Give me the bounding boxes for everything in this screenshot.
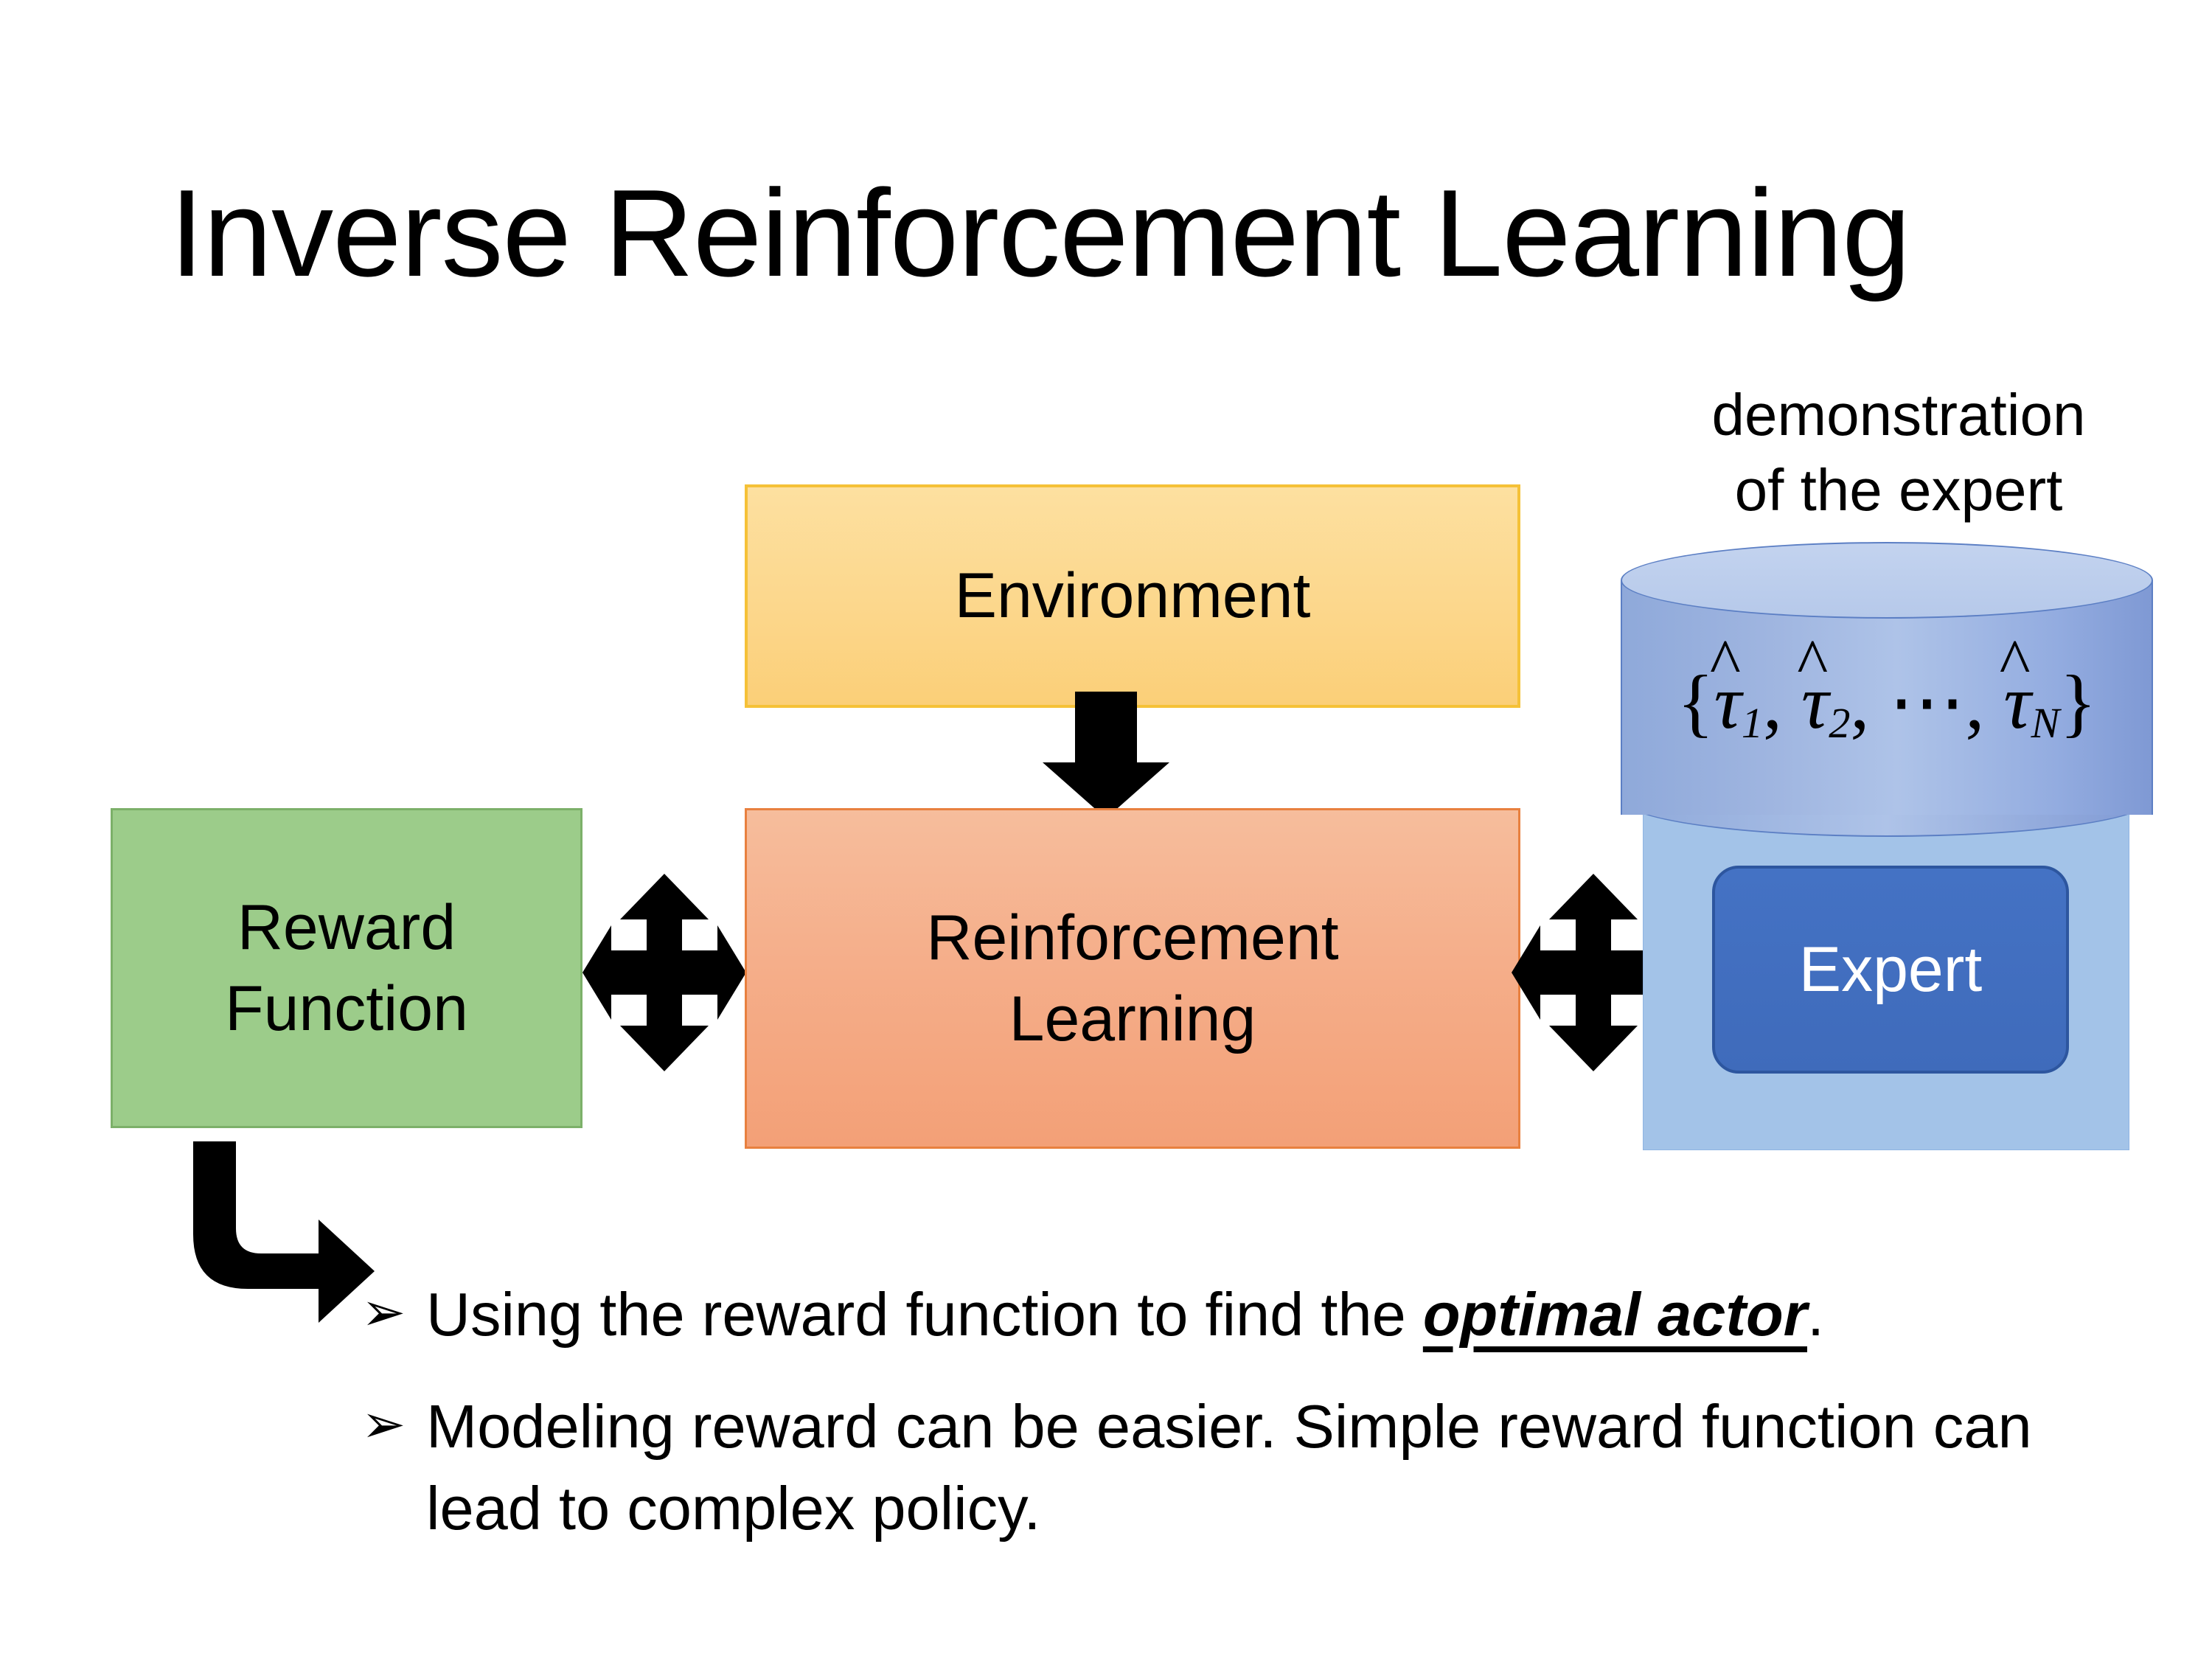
formula-term-2-symbol: τ bbox=[1801, 660, 1829, 745]
rl-label-line1: Reinforcement bbox=[926, 902, 1339, 973]
formula-term-2: ^τ bbox=[1797, 626, 1829, 746]
reinforcement-learning-label: Reinforcement Learning bbox=[926, 897, 1338, 1060]
trajectory-set-formula: {^τ1, ^τ2, ⋯, ^τN} bbox=[1621, 626, 2153, 748]
formula-term-1: ^τ bbox=[1710, 626, 1742, 746]
demonstration-caption: demonstration of the expert bbox=[1648, 378, 2149, 529]
reinforcement-learning-box[interactable]: Reinforcement Learning bbox=[745, 808, 1520, 1149]
formula-term-n-symbol: τ bbox=[2003, 660, 2031, 745]
reward-function-label: Reward Function bbox=[225, 887, 468, 1049]
quad-arrow-right-icon bbox=[1512, 874, 1675, 1071]
reward-function-label-line2: Function bbox=[225, 973, 468, 1044]
formula-term-2-hat: ^ bbox=[1797, 625, 1829, 699]
formula-separator-3: , bbox=[1965, 660, 2004, 745]
formula-ellipsis: ⋯ bbox=[1888, 660, 1966, 745]
page-title: Inverse Reinforcement Learning bbox=[170, 164, 1911, 302]
bullet-text-2: Modeling reward can be easier. Simple re… bbox=[426, 1392, 2032, 1543]
bullet-text-1: Using the reward function to find the op… bbox=[426, 1274, 2072, 1355]
down-arrow-icon bbox=[1043, 692, 1169, 818]
reward-function-label-line1: Reward bbox=[237, 891, 456, 963]
formula-term-1-hat: ^ bbox=[1709, 625, 1741, 699]
formula-separator-1: , bbox=[1762, 660, 1801, 745]
list-item: ➢ Modeling reward can be easier. Simple … bbox=[361, 1386, 2072, 1549]
formula-term-n-index: N bbox=[2031, 698, 2060, 747]
bullet-1-suffix: . bbox=[1807, 1280, 1825, 1349]
formula-open-brace: { bbox=[1677, 660, 1714, 745]
demonstration-cylinder: {^τ1, ^τ2, ⋯, ^τN} bbox=[1621, 542, 2153, 837]
formula-close-brace: } bbox=[2059, 660, 2097, 745]
formula-term-2-index: 2 bbox=[1829, 698, 1851, 747]
demonstration-caption-line1: demonstration bbox=[1711, 382, 2086, 448]
environment-label: Environment bbox=[954, 560, 1311, 631]
cylinder-body bbox=[1621, 580, 2153, 815]
formula-term-n-hat: ^ bbox=[1999, 625, 2031, 699]
expert-label: Expert bbox=[1798, 933, 1983, 1005]
bent-arrow-icon bbox=[193, 1141, 375, 1323]
bullet-arrow-icon: ➢ bbox=[361, 1283, 406, 1342]
demonstration-caption-line2: of the expert bbox=[1734, 457, 2063, 524]
cylinder-top bbox=[1621, 542, 2153, 619]
quad-arrow-left-icon bbox=[582, 874, 746, 1071]
environment-box[interactable]: Environment bbox=[745, 484, 1520, 708]
list-item: ➢ Using the reward function to find the … bbox=[361, 1274, 2072, 1355]
rl-label-line2: Learning bbox=[1009, 984, 1256, 1054]
formula-separator-2: , bbox=[1850, 660, 1889, 745]
bullet-1-prefix: Using the reward function to find the bbox=[426, 1280, 1423, 1349]
bullet-list: ➢ Using the reward function to find the … bbox=[361, 1274, 2072, 1580]
reward-function-box[interactable]: Reward Function bbox=[111, 808, 582, 1128]
expert-box[interactable]: Expert bbox=[1712, 866, 2069, 1074]
bullet-arrow-icon: ➢ bbox=[361, 1395, 406, 1455]
formula-term-1-symbol: τ bbox=[1714, 660, 1742, 745]
formula-term-1-index: 1 bbox=[1741, 698, 1763, 747]
bullet-1-emphasis: optimal actor bbox=[1422, 1280, 1807, 1349]
formula-term-n: ^τ bbox=[2000, 626, 2031, 746]
